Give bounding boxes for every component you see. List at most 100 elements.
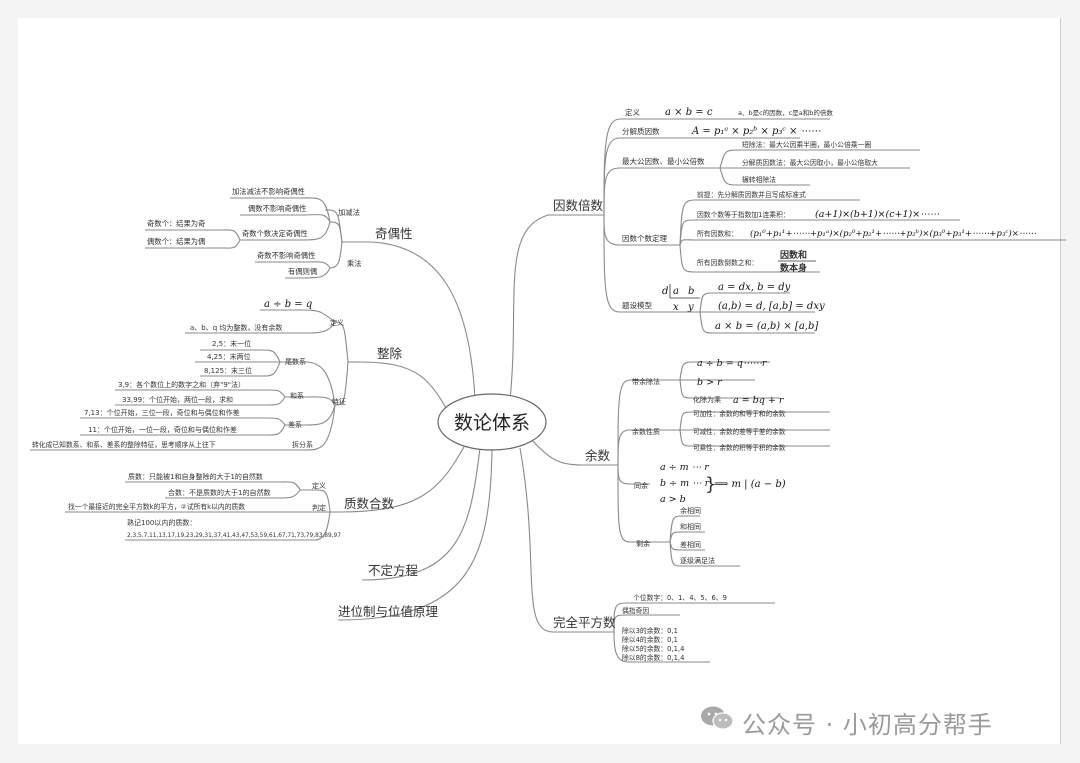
paper-background — [18, 18, 1061, 744]
yinshu-fenjie-formula: A = p₁ᵃ × p₂ᵇ × p₃ᶜ × ⋯⋯ — [691, 126, 821, 137]
center-node-label: 数论体系 — [454, 412, 530, 434]
wechat-icon — [700, 706, 734, 737]
zhishu-list: 2,3,5,7,11,13,17,19,23,29,31,37,41,43,47… — [127, 533, 341, 539]
yinshu-tiaojian-f2: (a,b) = d, [a,b] = dxy — [718, 301, 825, 312]
zhengchu-dingyi: 定义 — [330, 318, 344, 327]
branch-title-jiou: 奇偶性 — [375, 226, 413, 241]
jiou-jiajian: 加减法 — [338, 208, 360, 217]
yinshu-gongyin-item-3: 辗转相除法 — [742, 175, 776, 184]
zhengchu-chaifen-item: 转化成已知数系、和系、差系的整除特征，思考顺序从上往下 — [32, 440, 216, 449]
branch-title-budingfangcheng: 不定方程 — [368, 563, 419, 578]
zhishu-zhishu-def: 质数：只能被1和自身整除的大于1的自然数 — [128, 472, 263, 481]
link-center-pingfang — [519, 447, 553, 633]
yushu-daiyu-f1: a ÷ b = q⋯⋯r — [697, 358, 768, 369]
yinshu-tiaojian-b: b — [688, 286, 694, 297]
yushu-tongyu-f3: a > b — [660, 494, 686, 505]
link-center-zhengchu — [359, 361, 453, 419]
yushu-huachu-f: a = bq + r — [733, 395, 785, 406]
zhengchu-dingyi-note: a、b、q 均为整数，没有余数 — [190, 323, 282, 332]
yushu-shengyu-item-1: 余相同 — [680, 506, 701, 515]
yinshu-tiaojian-d: d — [662, 286, 668, 297]
zhishu-list-label: 熟记100以内的质数： — [127, 518, 196, 527]
pingfang-chu8: 除以8的余数：0,1,4 — [622, 653, 684, 662]
watermark-text: 公众号 · 小初高分帮手 — [742, 711, 993, 739]
yushu-xingzhi: 余数性质 — [632, 427, 660, 436]
link-center-jinwei — [337, 449, 493, 621]
branch-title-yushu: 余数 — [585, 448, 611, 463]
zhengchu-hexi: 和系 — [290, 391, 304, 400]
yinshu-dingyi: 定义 — [625, 107, 640, 117]
pingfang-chu5: 除以5的余数：0,1,4 — [622, 644, 684, 653]
zhengchu-hexi-item-1: 3,9：各个数位上的数字之和（弃"9"法） — [118, 380, 245, 389]
yinshu-daoshu-den: 数本身 — [780, 262, 807, 274]
yinshu-geshu-formula: (a+1)×(b+1)×(c+1)×⋯⋯ — [815, 209, 940, 220]
zhengchu-chaxi-item-1: 7,13：个位开始，三位一段，奇位和与偶位和作差 — [84, 408, 240, 417]
yinshu-dingli: 因数个数定理 — [622, 233, 667, 243]
zhengchu-chaifen: 拆分系 — [292, 440, 313, 449]
yushu-tongyu-brace: } — [705, 474, 716, 495]
link-center-jiou — [369, 241, 476, 401]
yushu-tongyu-result: ⟹ m | (a − b) — [714, 479, 786, 490]
jiou-chengfa-item-2: 有偶则偶 — [288, 267, 317, 276]
pingfang-chu4: 除以4的余数：0,1 — [622, 635, 678, 644]
connector-lines — [30, 118, 1066, 663]
yushu-daiyu-f2: b > r — [697, 377, 723, 388]
zhengchu-weishu-item-2: 4,25：末两位 — [207, 352, 251, 361]
branch-title-jinwei: 进位制与位值原理 — [338, 604, 439, 619]
yinshu-gongyin: 最大公因数、最小公倍数 — [622, 156, 705, 166]
jiou-chengfa: 乘法 — [347, 259, 362, 268]
yushu-xingzhi-item-1: 可加性：余数的和等于和的余数 — [693, 409, 786, 418]
zhengchu-hexi-item-2: 33,99：个位开始，两位一段，求和 — [122, 395, 233, 404]
branch-title-pingfang: 完全平方数 — [553, 615, 616, 630]
yinshu-tiaojian-y: y — [687, 302, 694, 313]
yushu-shengyu-item-3: 差相同 — [680, 540, 701, 549]
center-node — [437, 393, 547, 451]
yushu-xingzhi-item-2: 可减性：余数的差等于差的余数 — [693, 427, 786, 436]
jiou-jiajian-item-1: 加法减法不影响奇偶性 — [232, 187, 305, 196]
pingfang-chu3: 除以3的余数：0,1 — [622, 626, 678, 635]
yinshu-suoyou-he: 所有因数和： — [697, 229, 738, 238]
link-center-yushu — [531, 439, 583, 466]
jiou-chengfa-item-1: 奇数不影响奇偶性 — [257, 251, 315, 260]
zhishu-dingyi: 定义 — [312, 481, 326, 490]
yushu-tongyu-f1: a ÷ m ⋯ r — [660, 462, 710, 473]
pingfang-jiou: 偶指奇因 — [622, 606, 649, 615]
jiou-jiajian-item-3: 奇数个数决定奇偶性 — [242, 229, 308, 238]
zhengchu-formula: a ÷ b = q — [264, 299, 312, 310]
zhishu-heshu-def: 合数：不是质数的大于1的自然数 — [168, 488, 270, 497]
zhengchu-chaxi-item-2: 11：个位开始，一位一段，奇位和与偶位和作差 — [88, 425, 237, 434]
yinshu-gongyin-item-1: 短除法：最大公因乘半圈，最小公倍乘一圈 — [742, 140, 871, 149]
yinshu-tiaojian-f1: a = dx, b = dy — [718, 282, 791, 293]
yinshu-fenjie: 分解质因数 — [622, 126, 660, 136]
jiou-jishu: 奇数个：结果为奇 — [147, 219, 205, 228]
zhengchu-tezheng: 特征 — [332, 397, 346, 406]
pingfang-gewei: 个位数字：0、1、4、5、6、9 — [633, 593, 727, 602]
watermark: 公众号 · 小初高分帮手 — [700, 705, 993, 740]
zhengchu-weishu-item-3: 8,125：末三位 — [204, 366, 252, 375]
yushu-shengyu-item-2: 和相同 — [680, 522, 701, 531]
yinshu-qianti: 前提：先分解质因数并且写成标准式 — [697, 190, 806, 199]
yinshu-daoshu-he: 所有因数倒数之和： — [697, 258, 758, 267]
yinshu-suoyou-he-formula: (p₁⁰+p₁¹+⋯⋯+p₁ᵃ)×(p₂⁰+p₂¹+⋯⋯+p₂ᵇ)×(p₃⁰+p… — [750, 228, 1037, 239]
zhengchu-weishu: 尾数系 — [285, 357, 306, 366]
branch-title-zhishu: 质数合数 — [344, 496, 395, 511]
zhishu-panding: 判定 — [312, 503, 326, 512]
zhengchu-weishu-item-1: 2,5：末一位 — [212, 339, 251, 348]
yinshu-tiaojian-f3: a × b = (a,b) × [a,b] — [715, 321, 818, 332]
zhishu-panding-item: 找一个最接近的完全平方数k的平方，②试所有k以内的质数 — [68, 502, 245, 511]
yinshu-geshu: 因数个数等于指数加1连乘积： — [697, 210, 790, 219]
branch-title-yinshu: 因数倍数 — [553, 198, 604, 213]
yinshu-tiaojian: 题设模型 — [622, 300, 652, 310]
jiou-oushu: 偶数个：结果为偶 — [147, 237, 205, 246]
yushu-tongyu: 同余 — [634, 481, 648, 490]
yushu-daiyu: 带余除法 — [632, 377, 660, 386]
yushu-shengyu: 剩余 — [636, 539, 650, 548]
yinshu-tiaojian-a: a — [673, 286, 679, 297]
link-center-yinshu — [509, 214, 549, 401]
zhengchu-chaxi: 差系 — [288, 420, 302, 429]
branch-title-zhengchu: 整除 — [377, 346, 403, 361]
yinshu-gongyin-item-2: 分解质因数法：最大公因取小，最小公倍取大 — [742, 158, 878, 167]
link-center-budingfangcheng — [361, 447, 481, 581]
yinshu-dingyi-note: a、b是c的因数，c是a和b的倍数 — [738, 108, 833, 117]
